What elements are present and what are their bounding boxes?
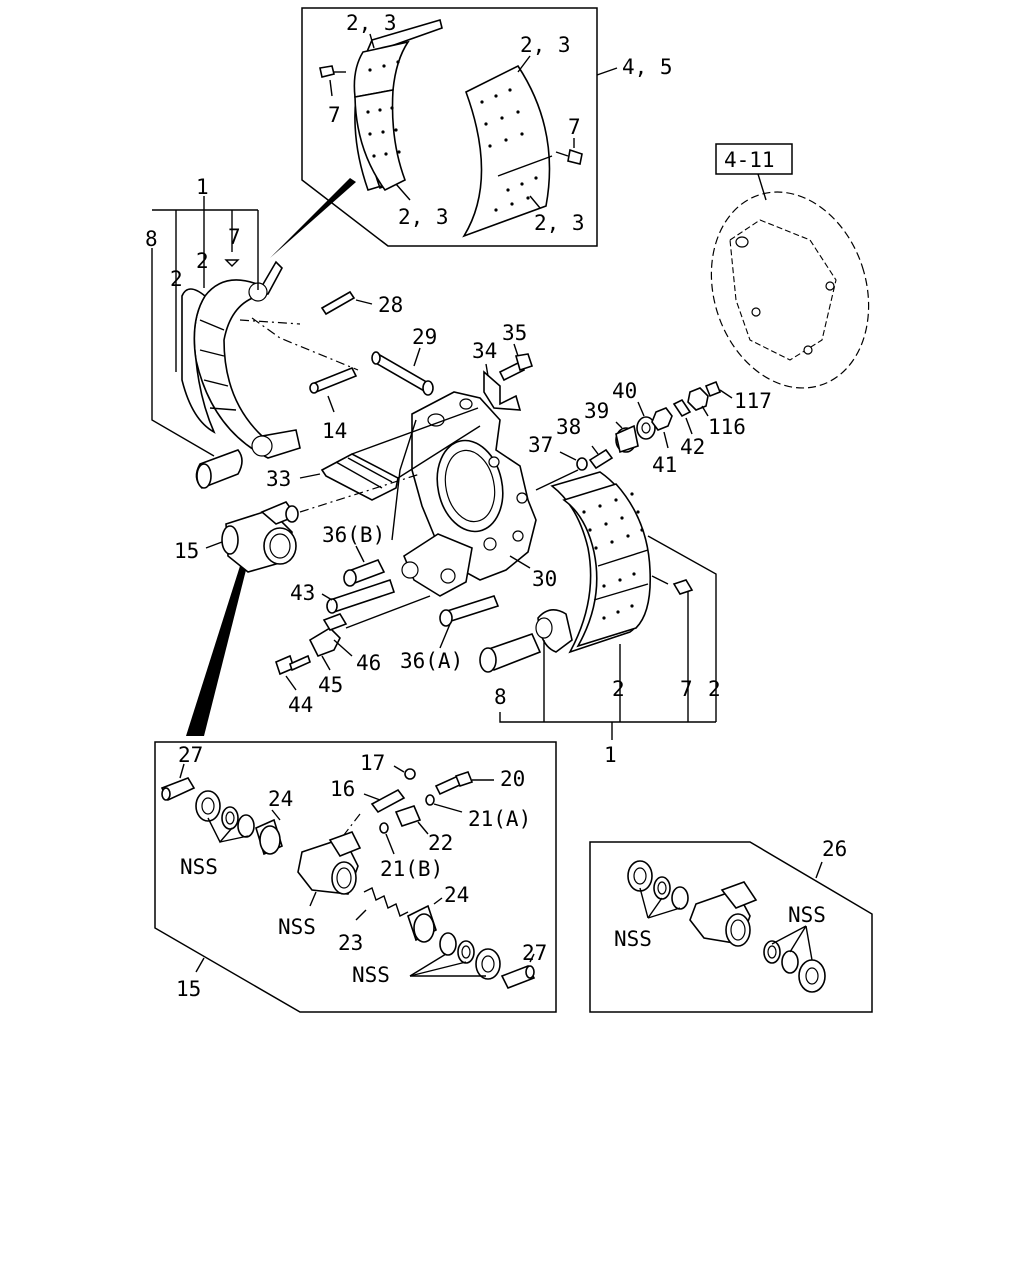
label-26: 26 [822,837,847,861]
label-7-right: 7 [680,677,693,701]
label-36a: 36(A) [400,649,463,673]
label-38: 38 [556,415,581,439]
label-30: 30 [532,567,557,591]
label-2-3-bottom-left: 2, 3 [398,205,449,229]
label-2-3-top-left: 2, 3 [346,11,397,35]
label-4-5: 4, 5 [622,55,673,79]
brake-spider: 30 [411,391,557,591]
label-4-11: 4-11 [724,148,775,172]
cylinder-detail-panel-15: 27 24 NSS 17 16 20 21(A) 22 21(B) [154,741,557,1013]
label-17: 17 [360,751,385,775]
label-27-bottom: 27 [522,941,547,965]
label-2-left-b: 2 [196,249,209,273]
label-37: 37 [528,433,553,457]
label-42: 42 [680,435,705,459]
cylinder-detail-panel-26: 26 NSS NSS [589,837,873,1013]
adjuster-hardware: 36(B) 43 36(A) 46 45 44 [275,419,500,717]
label-22: 22 [428,831,453,855]
label-20: 20 [500,767,525,791]
label-8-right: 8 [494,685,507,709]
label-nss-c: NSS [352,963,390,987]
label-33: 33 [266,467,291,491]
label-41: 41 [652,453,677,477]
label-nss-26-b: NSS [788,903,826,927]
label-1-left: 1 [196,175,209,199]
right-brake-shoe [479,471,694,673]
label-24-bottom: 24 [444,883,469,907]
label-nss-26-a: NSS [614,927,652,951]
label-46: 46 [356,651,381,675]
label-24-top: 24 [268,787,293,811]
label-45: 45 [318,673,343,697]
right-shoe-bracket: 8 2 7 2 1 [494,535,721,767]
label-36b: 36(B) [322,523,385,547]
adjuster-small-parts: 37 38 39 40 41 42 116 117 [528,379,772,491]
label-29: 29 [412,325,437,349]
label-1-right: 1 [604,743,617,767]
left-shoe-bracket: 1 8 2 2 7 [145,175,259,457]
label-40: 40 [612,379,637,403]
label-15-detail: 15 [176,977,201,1001]
label-7-rivet-right: 7 [568,115,581,139]
label-35: 35 [502,321,527,345]
label-2-3-top-right: 2, 3 [520,33,571,57]
label-nss-a: NSS [180,855,218,879]
callout-wedge-top [270,178,356,258]
label-7-rivet-left: 7 [328,103,341,127]
dust-shield: 4-11 [710,143,870,389]
label-2-right-b: 2 [708,677,721,701]
label-21b: 21(B) [380,857,443,881]
label-43: 43 [290,581,315,605]
label-2-right-a: 2 [612,677,625,701]
label-16: 16 [330,777,355,801]
label-2-3-bottom-right: 2, 3 [534,211,585,235]
label-7-left: 7 [228,225,241,249]
label-27-top: 27 [178,743,203,767]
label-15: 15 [174,539,199,563]
lining-detail-panel: 2, 3 2, 3 2, 3 2, 3 4, 5 7 7 [301,7,673,247]
label-44: 44 [288,693,313,717]
lining-pad: 33 [266,407,481,501]
label-34: 34 [472,339,497,363]
left-brake-shoe [181,260,301,489]
label-28: 28 [378,293,403,317]
label-8-left: 8 [145,227,158,251]
label-116: 116 [708,415,746,439]
center-hardware: 28 29 14 34 35 [239,290,534,443]
label-39: 39 [584,399,609,423]
label-nss-b: NSS [278,915,316,939]
callout-wedge-cylinder [186,566,246,736]
label-23: 23 [338,931,363,955]
label-21a: 21(A) [468,807,531,831]
label-2-left-a: 2 [170,267,183,291]
wheel-cylinder: 15 [174,473,421,573]
label-14: 14 [322,419,347,443]
label-117: 117 [734,389,772,413]
